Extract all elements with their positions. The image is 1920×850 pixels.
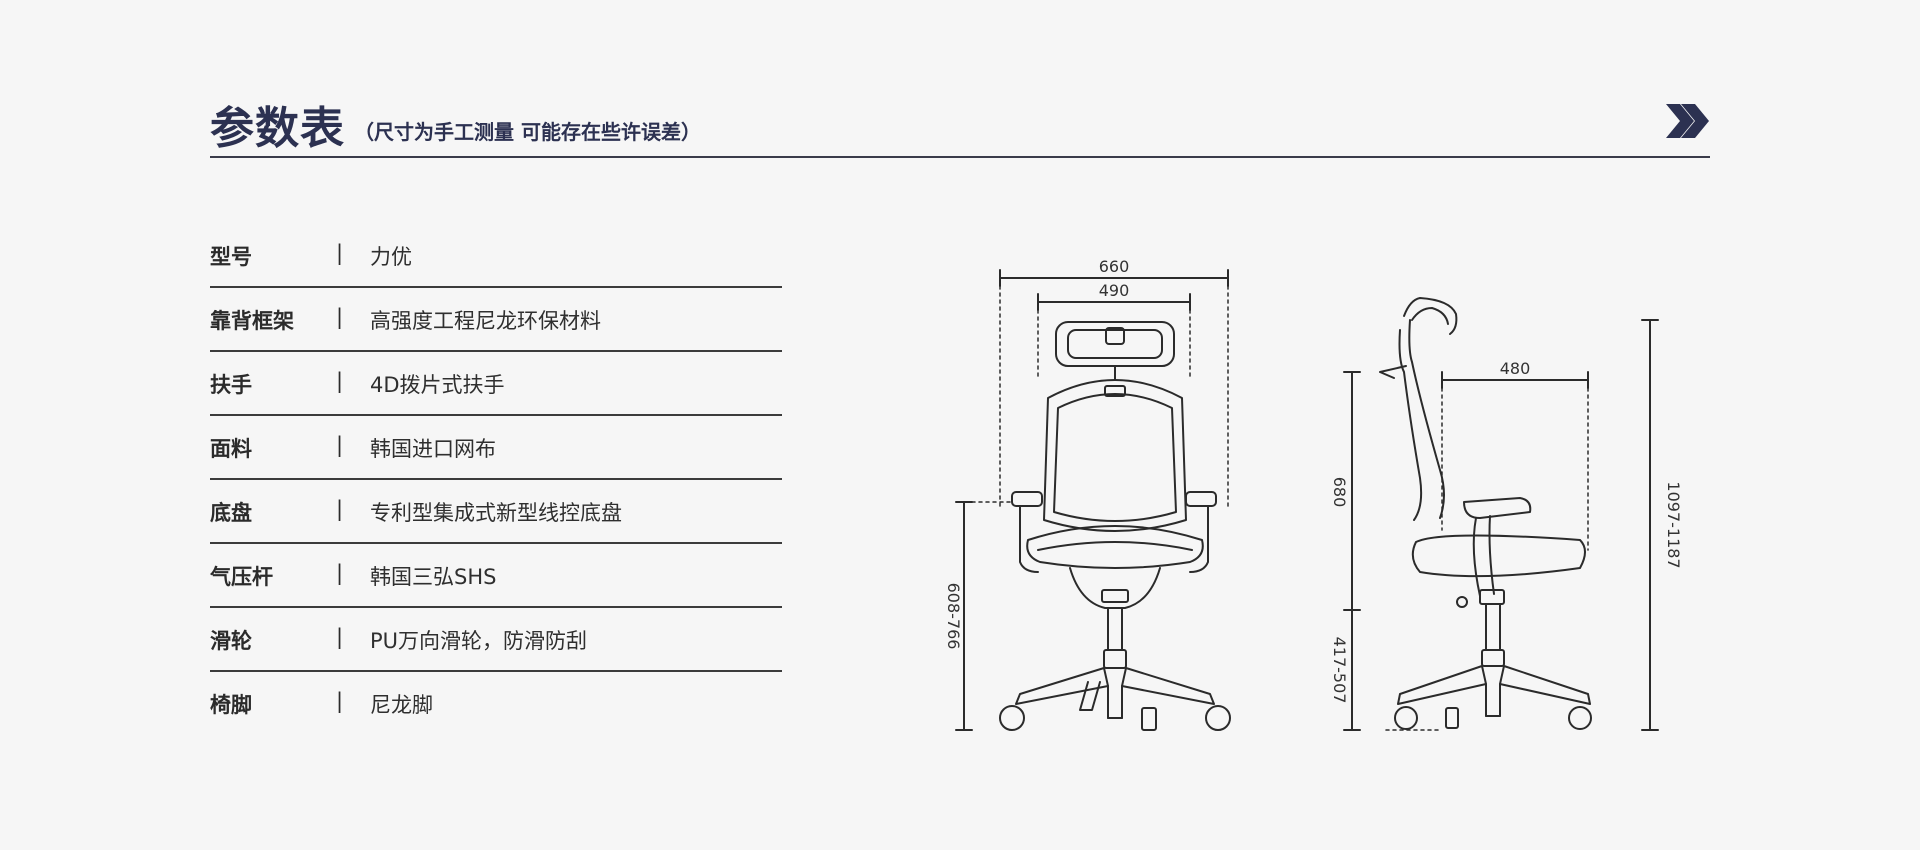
page-header: 参数表 （尺寸为手工测量 可能存在些许误差） [210, 92, 1710, 158]
spec-value: 高强度工程尼龙环保材料 [370, 309, 601, 333]
spec-value: 力优 [370, 245, 412, 269]
spec-value: 4D拨片式扶手 [370, 373, 505, 397]
spec-row-model: 型号 | 力优 [210, 224, 782, 288]
double-chevron-right-icon[interactable] [1664, 102, 1710, 140]
chair-side-view [1343, 297, 1659, 731]
spec-label: 滑轮 [210, 629, 252, 653]
spec-row-casters: 滑轮 | PU万向滑轮，防滑防刮 [210, 608, 782, 672]
spec-label: 扶手 [210, 373, 252, 397]
row-divider [210, 478, 782, 480]
spec-label: 底盘 [210, 501, 252, 525]
row-divider [210, 670, 782, 672]
row-divider [210, 542, 782, 544]
spec-label: 气压杆 [210, 565, 273, 589]
spec-row-back-frame: 靠背框架 | 高强度工程尼龙环保材料 [210, 288, 782, 352]
page-subtitle: （尺寸为手工测量 可能存在些许误差） [354, 120, 701, 144]
dim-side-seat-depth: 480 [1500, 359, 1531, 378]
spec-label: 椅脚 [210, 693, 252, 717]
spec-value: 韩国进口网布 [370, 437, 496, 461]
spec-separator: | [336, 369, 344, 393]
row-divider [210, 350, 782, 352]
spec-table: 型号 | 力优 靠背框架 | 高强度工程尼龙环保材料 扶手 | 4D拨片式扶手 … [210, 224, 782, 736]
spec-row-base: 椅脚 | 尼龙脚 [210, 672, 782, 736]
chair-dimension-drawing: 660 490 608-766 480 680 417-507 1097-118… [944, 257, 1683, 731]
header-divider [210, 156, 1710, 158]
spec-separator: | [336, 241, 344, 265]
spec-separator: | [336, 433, 344, 457]
row-divider [210, 414, 782, 416]
spec-label: 面料 [210, 437, 252, 461]
dim-side-back-height: 680 [1330, 477, 1349, 508]
dim-front-width-outer: 660 [1099, 257, 1130, 276]
spec-value: PU万向滑轮，防滑防刮 [370, 629, 588, 653]
spec-separator: | [336, 497, 344, 521]
spec-row-fabric: 面料 | 韩国进口网布 [210, 416, 782, 480]
spec-separator: | [336, 305, 344, 329]
dim-side-seat-height: 417-507 [1330, 637, 1349, 704]
spec-separator: | [336, 625, 344, 649]
spec-separator: | [336, 689, 344, 713]
spec-row-chassis: 底盘 | 专利型集成式新型线控底盘 [210, 480, 782, 544]
dim-front-seat-height: 608-766 [944, 583, 963, 650]
spec-label: 型号 [210, 245, 252, 269]
spec-label: 靠背框架 [210, 309, 294, 333]
page-title: 参数表 [210, 103, 345, 154]
row-divider [210, 606, 782, 608]
chair-front-view [955, 269, 1231, 731]
spec-value: 尼龙脚 [370, 693, 433, 717]
spec-value: 专利型集成式新型线控底盘 [370, 501, 622, 525]
spec-value: 韩国三弘SHS [370, 565, 497, 589]
spec-row-armrest: 扶手 | 4D拨片式扶手 [210, 352, 782, 416]
spec-separator: | [336, 561, 344, 585]
dim-side-total-height: 1097-1187 [1664, 481, 1683, 568]
dim-front-width-inner: 490 [1099, 281, 1130, 300]
spec-row-gas-lift: 气压杆 | 韩国三弘SHS [210, 544, 782, 608]
row-divider [210, 286, 782, 288]
